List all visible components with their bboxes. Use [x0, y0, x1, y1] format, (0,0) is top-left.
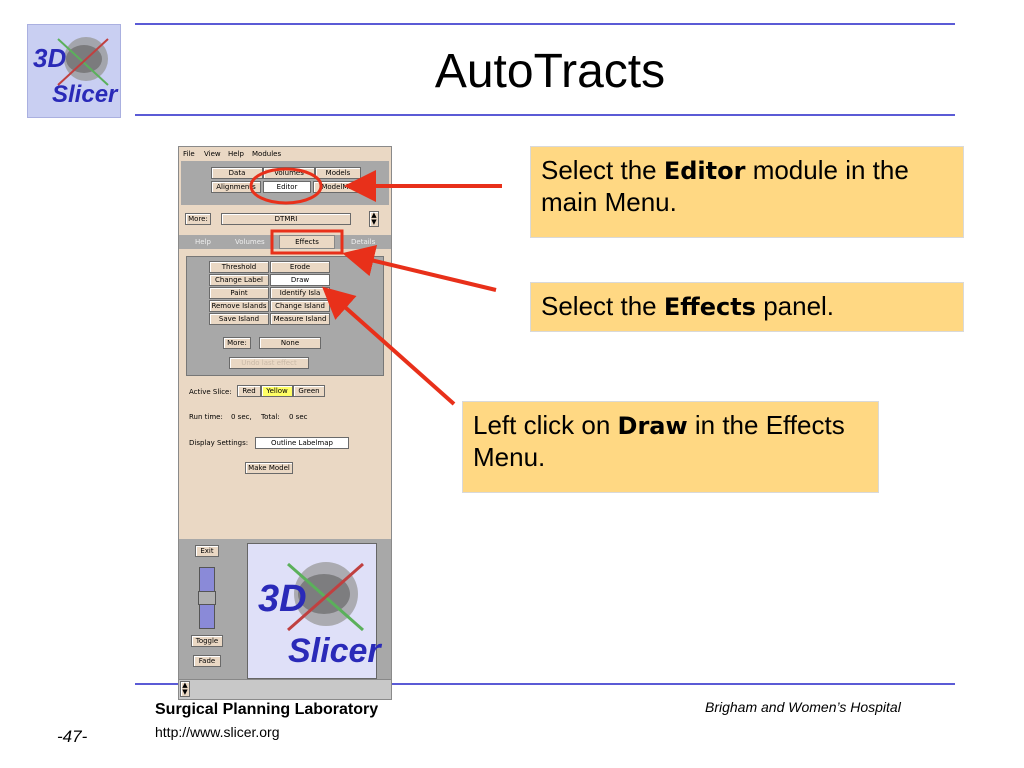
footer-lab-name: Surgical Planning Laboratory [155, 701, 379, 718]
slicer-brain-icon [287, 562, 364, 632]
more-modules-button[interactable]: More: [185, 213, 211, 225]
module-alignments-button[interactable]: Alignments [211, 181, 261, 193]
effects-more-button[interactable]: More: [223, 337, 251, 349]
slice-yellow-button[interactable]: Yellow [261, 385, 293, 397]
tab-help[interactable]: Help [195, 238, 211, 246]
active-slice-label: Active Slice: [189, 388, 232, 396]
module-stepper[interactable]: ▲▼ [369, 211, 379, 227]
top-divider [135, 23, 955, 25]
stepper-down-icon: ▼ [371, 218, 377, 226]
status-stepper[interactable]: ▲▼ [180, 681, 190, 697]
total-value: 0 sec [289, 413, 308, 421]
editor-callout-suffix: module in the main Menu. [541, 155, 909, 217]
effect-draw-button[interactable]: Draw [270, 274, 330, 286]
effects-callout-prefix: Select the [541, 291, 664, 321]
logo-text-slicer: Slicer [52, 81, 118, 108]
footer-url[interactable]: http://www.slicer.org [155, 724, 280, 740]
slicer-window: File View Help Modules Data Volumes Mode… [178, 146, 392, 700]
logo-preview: 3D Slicer [247, 543, 381, 679]
tab-effects[interactable]: Effects [279, 235, 335, 249]
effect-identify-islands-button[interactable]: Identify Isla [270, 287, 330, 299]
module-panel: Data Volumes Models Alignments Editor Mo… [181, 161, 389, 205]
module-dropdown[interactable]: DTMRI [221, 213, 351, 225]
footer-divider [135, 683, 955, 685]
draw-callout-prefix: Left click on [473, 410, 618, 440]
tab-volumes[interactable]: Volumes [235, 238, 265, 246]
menu-bar: File View Help Modules [179, 147, 391, 161]
effect-change-island-button[interactable]: Change Island [270, 300, 330, 312]
page-number: -47- [57, 727, 88, 746]
stepper-up-icon: ▲ [371, 211, 377, 219]
toggle-button[interactable]: Toggle [191, 635, 223, 647]
fade-slider-handle[interactable] [198, 591, 216, 605]
effect-change-label-button[interactable]: Change Label [209, 274, 269, 286]
effect-measure-island-button[interactable]: Measure Island [270, 313, 330, 325]
menu-file[interactable]: File [183, 150, 195, 158]
slice-red-button[interactable]: Red [237, 385, 261, 397]
effect-erode-button[interactable]: Erode [270, 261, 330, 273]
effect-remove-islands-button[interactable]: Remove Islands [209, 300, 269, 312]
slicer-logo: 3D Slicer [27, 24, 121, 118]
effects-more-dropdown[interactable]: None [259, 337, 321, 349]
slice-green-button[interactable]: Green [293, 385, 325, 397]
make-model-button[interactable]: Make Model [245, 462, 293, 474]
effects-callout-keyword: Effects [663, 293, 756, 321]
preview-text-3d: 3D [258, 578, 307, 620]
total-label: Total: [261, 413, 280, 421]
display-settings-dropdown[interactable]: Outline Labelmap [255, 437, 349, 449]
status-bar: ▲▼ [179, 679, 391, 699]
module-volumes-button[interactable]: Volumes [263, 167, 315, 179]
logo-text-3d: 3D [33, 43, 67, 73]
display-settings-label: Display Settings: [189, 439, 249, 447]
editor-callout-keyword: Editor [663, 157, 746, 185]
menu-modules[interactable]: Modules [252, 150, 282, 158]
menu-view[interactable]: View [204, 150, 221, 158]
draw-callout-suffix: in the Effects Menu. [473, 410, 845, 472]
effects-panel: Threshold Change Label Paint Remove Isla… [186, 256, 384, 376]
fade-button[interactable]: Fade [193, 655, 221, 667]
module-editor-button[interactable]: Editor [263, 181, 311, 193]
draw-callout: Left click on Draw in the Effects Menu. [462, 401, 879, 493]
stepper-down-icon: ▼ [182, 688, 188, 696]
editor-callout-prefix: Select the [541, 155, 664, 185]
module-models-button[interactable]: Models [315, 167, 361, 179]
slicer-logo-icon [57, 37, 109, 86]
effects-callout-suffix: panel. [755, 291, 835, 321]
module-data-button[interactable]: Data [211, 167, 263, 179]
slide-title: AutoTracts [434, 45, 666, 98]
exit-button[interactable]: Exit [195, 545, 219, 557]
undo-effect-button[interactable]: Undo last effect [229, 357, 309, 369]
run-time-value: 0 sec, [231, 413, 252, 421]
tab-details[interactable]: Details [351, 238, 376, 246]
effect-paint-button[interactable]: Paint [209, 287, 269, 299]
editor-tabs: Help Volumes Effects Details [179, 235, 391, 249]
run-time-label: Run time: [189, 413, 223, 421]
stepper-up-icon: ▲ [182, 681, 188, 689]
editor-callout: Select the Editor module in the main Men… [530, 146, 964, 238]
effect-save-island-button[interactable]: Save Island [209, 313, 269, 325]
menu-help[interactable]: Help [228, 150, 244, 158]
module-modelmaker-button[interactable]: ModelMa [313, 181, 361, 193]
footer-hospital: Brigham and Women’s Hospital [705, 699, 901, 715]
module-select-row: More: DTMRI ▲▼ [181, 211, 389, 227]
draw-callout-keyword: Draw [617, 412, 688, 440]
effects-callout: Select the Effects panel. [530, 282, 964, 332]
title-divider [135, 114, 955, 116]
preview-text-slicer: Slicer [288, 632, 381, 670]
effect-threshold-button[interactable]: Threshold [209, 261, 269, 273]
